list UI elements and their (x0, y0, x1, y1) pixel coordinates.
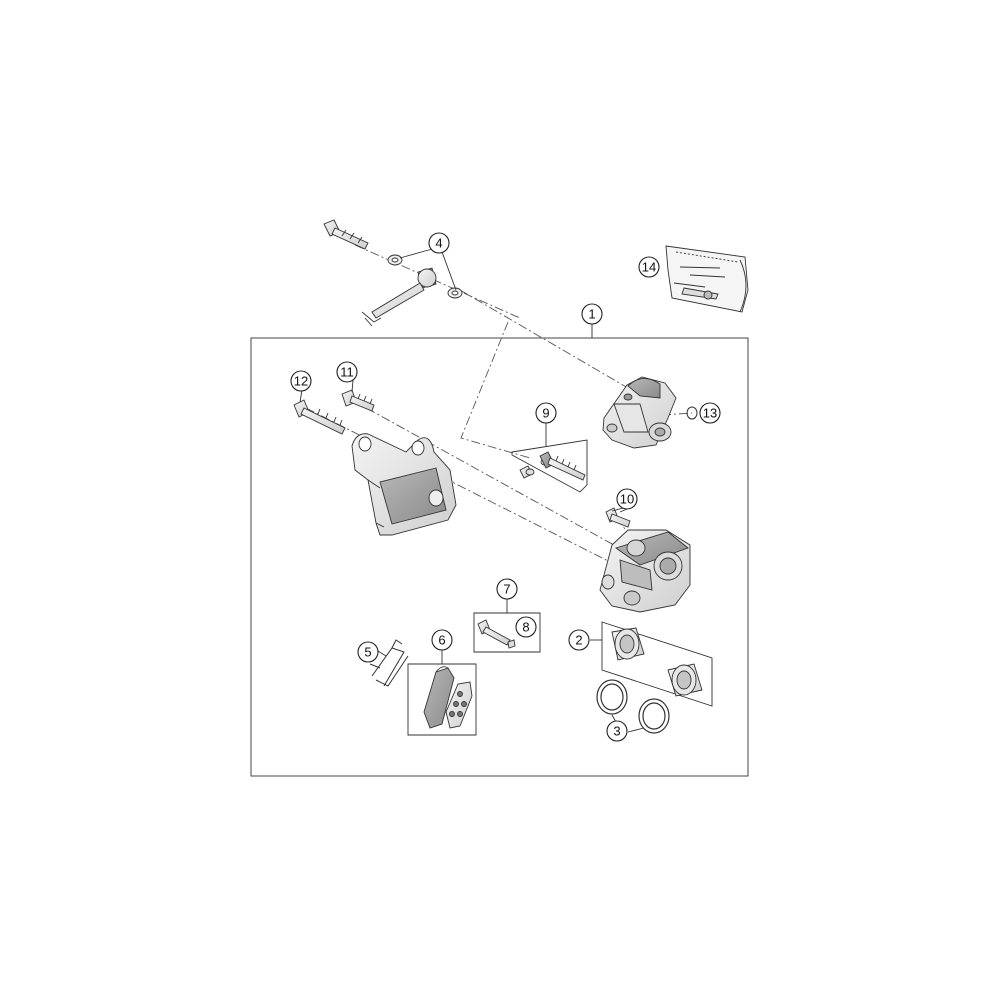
callout-3: 3 (606, 720, 628, 742)
callout-11-label: 11 (340, 365, 354, 380)
callout-8: 8 (515, 616, 537, 638)
callout-5-label: 5 (364, 645, 371, 660)
caliper-half-top (602, 376, 677, 449)
callout-leaders (299, 248, 628, 657)
callout-10-label: 10 (620, 492, 634, 507)
callout-4-label: 4 (435, 236, 442, 251)
callout-14: 14 (638, 256, 660, 278)
callout-7-label: 7 (503, 582, 510, 597)
brake-caliper (599, 529, 691, 613)
callout-13: 13 (699, 402, 721, 424)
callout-1-label: 1 (588, 307, 595, 322)
callout-3-label: 3 (613, 724, 620, 739)
callout-9: 9 (535, 402, 557, 424)
callout-6-label: 6 (438, 633, 445, 648)
callout-6: 6 (431, 629, 453, 651)
o-ring-part-13 (686, 406, 698, 420)
callout-4: 4 (428, 232, 450, 254)
screw-part-10 (605, 506, 631, 528)
callout-11: 11 (336, 361, 358, 383)
callout-1: 1 (581, 303, 603, 325)
callout-14-label: 14 (642, 260, 656, 275)
instruction-sheet-part-14 (665, 245, 749, 313)
callout-8-label: 8 (522, 620, 529, 635)
bleeder-kit-part-9 (511, 421, 588, 493)
callout-12-label: 12 (294, 374, 308, 389)
callout-10: 10 (616, 488, 638, 510)
callout-12: 12 (290, 370, 312, 392)
assembly-frame (250, 337, 749, 777)
callout-5: 5 (357, 641, 379, 663)
assembly-axis-lines (305, 244, 693, 569)
caliper-bracket (351, 433, 457, 536)
seals-part-3 (596, 679, 670, 734)
brake-pads-part-6 (407, 650, 477, 736)
callout-7: 7 (496, 578, 518, 600)
callout-9-label: 9 (542, 406, 549, 421)
pin-and-washers-part-4 (323, 219, 463, 327)
pad-spring-part-5 (369, 639, 409, 687)
bolt-part-11 (341, 389, 375, 412)
callout-2-label: 2 (575, 633, 582, 648)
callout-13-label: 13 (703, 406, 717, 421)
callout-2: 2 (568, 629, 590, 651)
pin-kit-part-7 (473, 598, 541, 653)
pistons-part-2 (590, 621, 713, 707)
bolt-part-12 (293, 399, 346, 435)
